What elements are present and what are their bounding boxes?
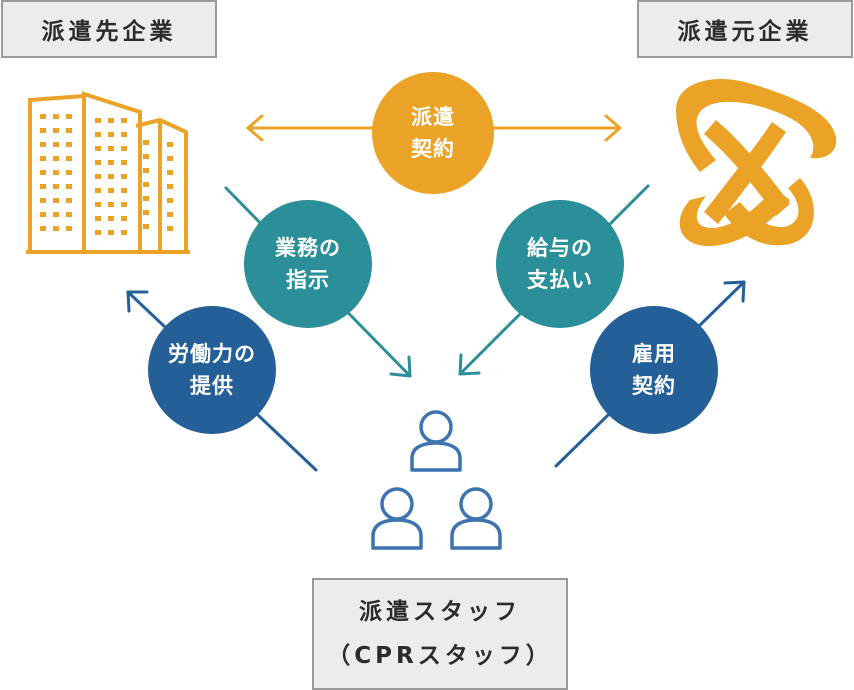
building-window: [167, 156, 173, 161]
building-window: [95, 132, 101, 137]
building-window: [66, 114, 72, 119]
building-window: [66, 212, 72, 217]
building-window: [108, 160, 114, 165]
building-window: [66, 226, 72, 231]
circle-text: 給与の: [527, 236, 593, 260]
building-window: [95, 188, 101, 193]
building-window: [121, 216, 127, 221]
dispatch-destination-text: 派遣先企業: [41, 19, 177, 45]
building-window: [121, 132, 127, 137]
building-window: [40, 156, 46, 161]
building-window: [53, 170, 59, 175]
salary-payment-circle: 給与の 支払い: [496, 200, 624, 328]
building-window: [95, 174, 101, 179]
building-window: [108, 132, 114, 137]
dispatch-contract-circle: 派遣 契約: [372, 72, 494, 194]
building-window: [143, 140, 149, 145]
building-window: [66, 184, 72, 189]
building-window: [95, 118, 101, 123]
building-window: [66, 128, 72, 133]
building-window: [143, 210, 149, 215]
building-window: [108, 230, 114, 235]
building-window: [95, 216, 101, 221]
building-window: [121, 174, 127, 179]
circle-text: 契約: [632, 374, 676, 398]
building-window: [167, 142, 173, 147]
building-window: [167, 198, 173, 203]
staff-label: 派遣スタッフ （CPRスタッフ）: [312, 578, 568, 690]
building-window: [53, 128, 59, 133]
building-window: [143, 154, 149, 159]
circle-text: 業務の: [275, 236, 341, 260]
dispatch-destination-label: 派遣先企業: [1, 0, 217, 58]
circle-text: 支払い: [527, 268, 593, 292]
building-window: [40, 226, 46, 231]
building-window: [53, 198, 59, 203]
building-window: [95, 160, 101, 165]
circle-text: 雇用: [632, 342, 676, 366]
building-window: [108, 216, 114, 221]
employment-contract-circle: 雇用 契約: [590, 306, 718, 434]
building-window: [95, 230, 101, 235]
building-window: [108, 202, 114, 207]
building-window: [40, 114, 46, 119]
building-window: [121, 118, 127, 123]
building-window: [95, 202, 101, 207]
circle-text: 指示: [286, 268, 330, 292]
building-window: [167, 212, 173, 217]
building-window: [143, 168, 149, 173]
building-window: [66, 156, 72, 161]
staff-label-line2: （CPRスタッフ）: [327, 643, 553, 669]
circle-text: 派遣: [411, 105, 455, 129]
building-window: [167, 184, 173, 189]
building-window: [108, 188, 114, 193]
building-window: [167, 226, 173, 231]
building-window: [40, 170, 46, 175]
circle-text: 提供: [190, 374, 234, 398]
building-window: [40, 128, 46, 133]
building-window: [53, 226, 59, 231]
building-window: [53, 212, 59, 217]
work-instruction-circle: 業務の 指示: [244, 200, 372, 328]
building-window: [121, 202, 127, 207]
building-window: [108, 174, 114, 179]
building-window: [40, 212, 46, 217]
building-window: [121, 160, 127, 165]
building-window: [108, 146, 114, 151]
building-window: [121, 188, 127, 193]
dispatch-origin-text: 派遣元企業: [677, 19, 813, 45]
dispatch-origin-label: 派遣元企業: [637, 0, 853, 58]
building-window: [66, 170, 72, 175]
building-window: [40, 142, 46, 147]
building-window: [40, 198, 46, 203]
building-window: [121, 146, 127, 151]
labor-provision-circle: 労働力の 提供: [148, 306, 276, 434]
building-window: [108, 118, 114, 123]
staff-label-line1: 派遣スタッフ: [359, 599, 521, 625]
building-window: [40, 184, 46, 189]
building-window: [53, 184, 59, 189]
building-window: [53, 114, 59, 119]
building-window: [143, 182, 149, 187]
building-window: [121, 230, 127, 235]
building-window: [66, 198, 72, 203]
building-window: [66, 142, 72, 147]
building-window: [53, 142, 59, 147]
building-window: [95, 146, 101, 151]
building-window: [167, 170, 173, 175]
building-window: [143, 224, 149, 229]
building-window: [143, 196, 149, 201]
circle-text: 労働力の: [168, 342, 256, 366]
building-window: [53, 156, 59, 161]
circle-text: 契約: [411, 137, 455, 161]
